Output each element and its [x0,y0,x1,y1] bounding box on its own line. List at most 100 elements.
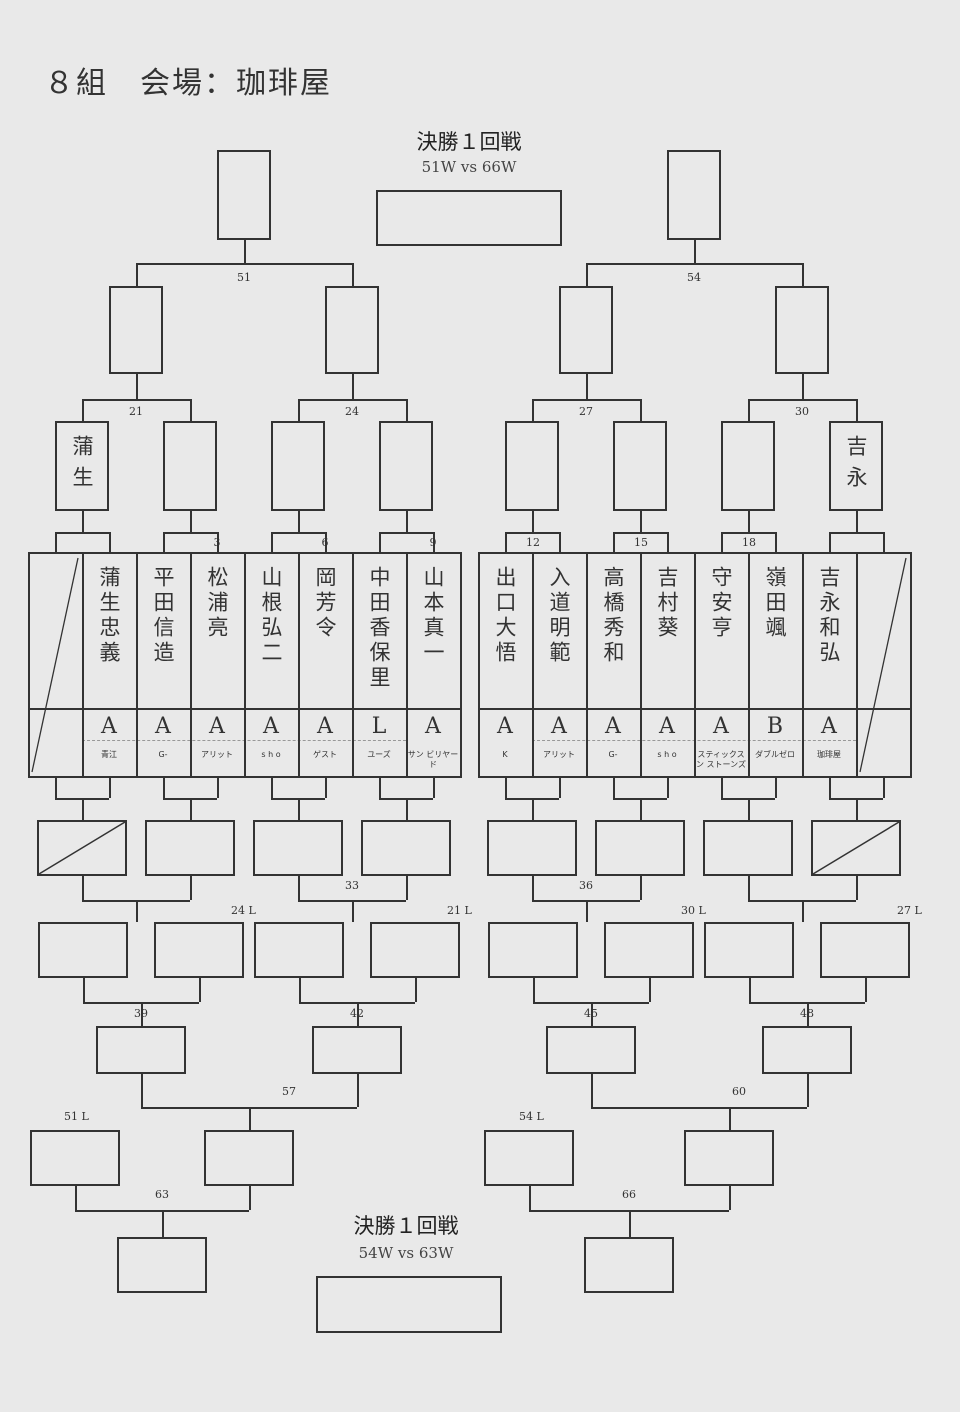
bracket-line [775,532,777,552]
loser-round5-result-box [117,1237,207,1293]
bracket-line [298,511,300,532]
bracket-line [271,778,273,798]
player-name: 出口大悟 [493,566,517,666]
bracket-line [694,240,696,263]
bracket-line [379,532,381,552]
match-number: 24 [345,405,359,418]
player-venue: スティックスン ストーンズ [696,750,746,769]
match-number: 60 [732,1085,746,1098]
player-name: 蒲生忠義 [97,566,121,666]
player-grade: A [101,714,117,739]
player-name: 岡芳令 [313,566,337,641]
round4-result-box [667,150,721,240]
match-number: 12 [526,536,540,549]
loser-round1-result-box [361,820,451,876]
bracket-line [352,263,354,286]
loser-round1-result-box [703,820,793,876]
bye-slash [38,821,126,875]
column-divider [136,552,138,778]
bracket-line [379,532,433,534]
player-venue: 青江 [101,750,117,759]
bracket-line [559,532,561,552]
player-grade: A [821,714,837,739]
loser-ref-label: 54 L [519,1110,544,1123]
bracket-line [136,263,138,286]
round3-result-box [325,286,379,374]
bracket-line [109,778,111,798]
loser-ref-label: 24 L [231,904,256,917]
bracket-line [244,240,246,263]
bracket-line [141,1074,143,1107]
round4-result-box [217,150,271,240]
player-venue: アリット [543,750,575,759]
bracket-line [532,798,534,820]
column-divider [640,552,642,778]
player-venue: 珈琲屋 [817,750,841,759]
player-name: 守安亨 [709,566,733,641]
bracket-line [802,263,804,286]
round2-result-box [163,421,217,511]
player-grade: A [605,714,621,739]
bracket-line [865,978,867,1002]
player-grade: A [425,714,441,739]
bracket-line [298,399,300,421]
player-name: 山本真一 [421,566,445,666]
page-title: ８組 会場：珈琲屋 [44,66,332,101]
bracket-line [406,798,408,820]
round2-result-box [829,421,883,511]
bracket-line [109,532,111,552]
bracket-line [55,532,57,552]
bracket-line [82,876,84,900]
column-divider [532,552,534,778]
final-top-result-box [376,190,562,246]
bracket-line [190,876,192,900]
bracket-line [529,1186,531,1210]
bracket-line [802,900,804,922]
bracket-line [532,511,534,532]
bracket-line [748,876,750,900]
bracket-line [163,532,165,552]
match-number: 30 [795,405,809,418]
bracket-line [829,532,831,552]
bracket-line [505,778,507,798]
bracket-line [357,1002,359,1026]
bracket-line [591,1107,807,1109]
bracket-line [721,778,723,798]
loser-round2-result-box [488,922,578,978]
bracket-line [802,374,804,399]
bracket-line [298,876,300,900]
player-name: 平田信造 [151,566,175,666]
match-number: 57 [282,1085,296,1098]
loser-round3-result-box [96,1026,186,1074]
loser-round4-incoming-box [484,1130,574,1186]
bracket-line [532,399,534,421]
player-grade: B [766,714,784,739]
player-name: 山根弘二 [259,566,283,666]
round3-result-box [775,286,829,374]
final-bottom-matchup: 54W vs 63W [358,1244,454,1262]
bracket-line [533,978,535,1002]
player-name: 嶺田颯 [763,566,787,641]
loser-round4-incoming-box [30,1130,120,1186]
round2-result-box [271,421,325,511]
loser-round4-result-box [684,1130,774,1186]
player-grade: L [371,714,387,739]
loser-round3-result-box [762,1026,852,1074]
bracket-line [190,798,192,820]
column-divider [406,552,408,778]
bracket-line [721,532,723,552]
bracket-line [748,399,750,421]
player-venue: K [502,750,508,759]
bracket-line [55,532,109,534]
bracket-line [775,778,777,798]
bracket-line [829,532,883,534]
match-number: 42 [350,1007,364,1020]
final-bottom-result-box [316,1276,502,1333]
bracket-line [749,978,751,1002]
bracket-line [379,778,381,798]
loser-round2-incoming-box [820,922,910,978]
bracket-line [532,399,640,401]
match-number: 21 [129,405,143,418]
bracket-line [190,399,192,421]
player-grade: A [209,714,225,739]
